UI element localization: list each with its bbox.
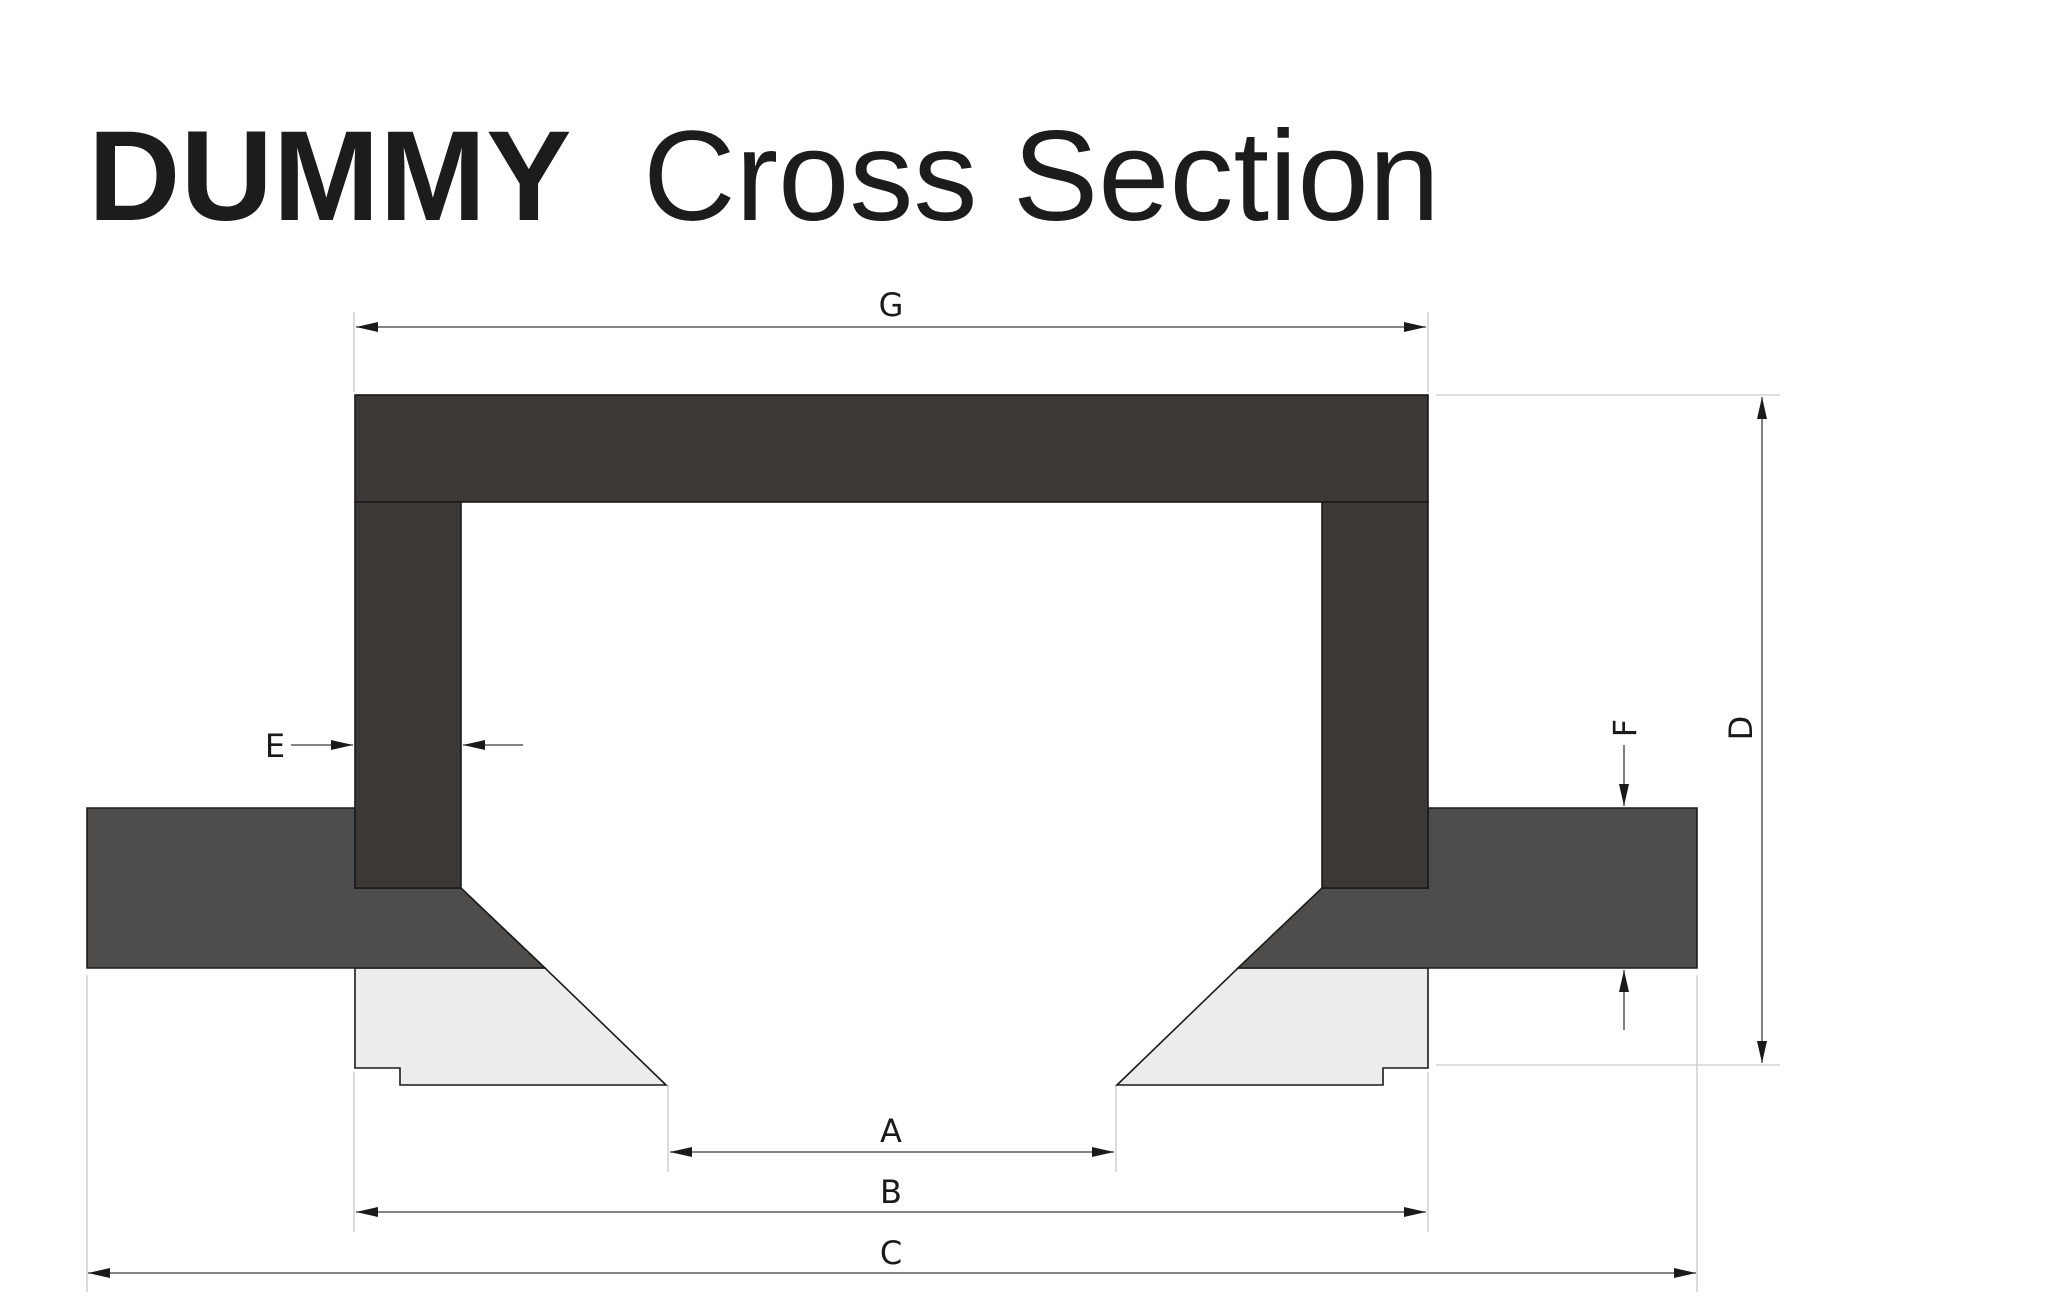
left-leg — [354, 501, 462, 889]
title-bold: DUMMY — [88, 105, 572, 248]
dimension-a: A — [670, 1112, 1114, 1157]
dimension-label-d: D — [1722, 716, 1760, 741]
dimension-label-b: B — [880, 1173, 902, 1211]
dimension-label-e: E — [265, 727, 285, 765]
right-leg — [1321, 501, 1429, 889]
dimension-g: G — [356, 286, 1426, 332]
dimension-e: E — [265, 727, 523, 765]
right-flange — [1236, 807, 1698, 969]
frame — [354, 394, 1429, 889]
dimension-label-c: C — [880, 1234, 902, 1272]
dimension-b: B — [356, 1173, 1426, 1217]
left-flange — [86, 807, 547, 969]
dimension-label-g: G — [879, 286, 904, 324]
top-bar — [354, 394, 1429, 503]
left-insert — [354, 967, 668, 1086]
extension-lines — [86, 312, 1780, 1292]
dimension-c: C — [88, 1234, 1696, 1278]
dimension-f: F — [1606, 719, 1644, 1030]
title-light: Cross Section — [643, 105, 1440, 248]
flanges — [86, 807, 1698, 969]
dimension-d: D — [1722, 397, 1767, 1063]
dimension-label-a: A — [880, 1112, 902, 1150]
insert-pieces — [354, 967, 1429, 1086]
page-title: DUMMY Cross Section — [88, 105, 1440, 248]
right-insert — [1115, 967, 1429, 1086]
dimension-label-f: F — [1606, 719, 1644, 737]
